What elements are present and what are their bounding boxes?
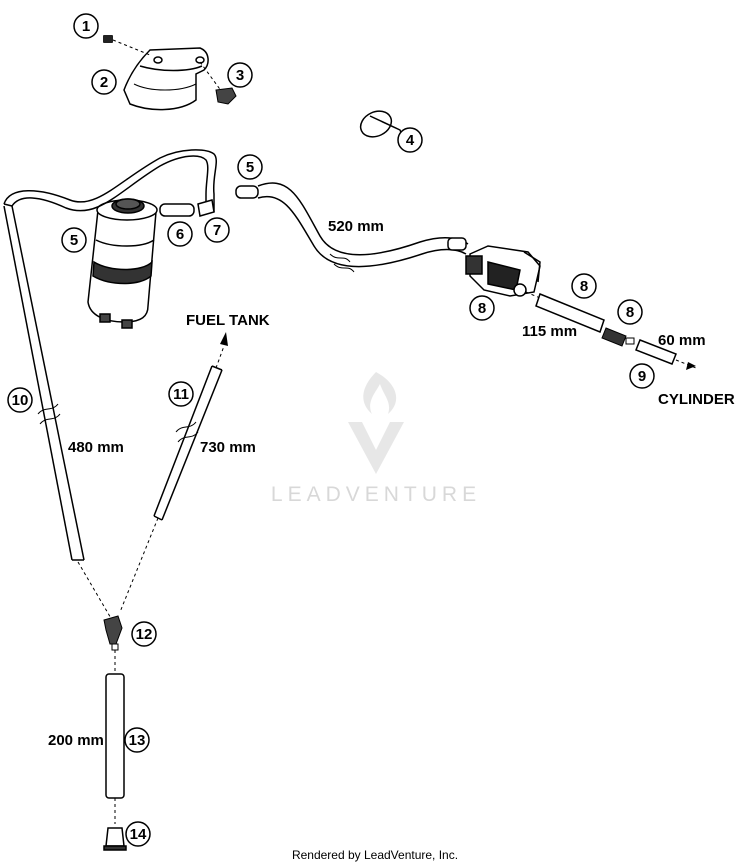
dimension-730: 730 mm xyxy=(200,439,256,456)
callout-text: 13 xyxy=(129,732,146,749)
callout-text: 5 xyxy=(70,232,78,249)
watermark-text: LEADVENTURE xyxy=(271,483,481,506)
hose-115-part xyxy=(525,291,605,333)
callout-text: 9 xyxy=(638,368,646,385)
small-hose-part xyxy=(159,199,215,217)
dimension-520: 520 mm xyxy=(328,218,384,235)
callout-5-top: 5 xyxy=(237,154,263,180)
connector-part xyxy=(601,327,635,347)
arrow-to-fuel-tank xyxy=(220,332,228,346)
callout-13: 14 xyxy=(125,821,151,847)
callout-5-right: 8 xyxy=(571,273,597,299)
fuel-tank-label: FUEL TANK xyxy=(186,312,270,329)
hose-520-part xyxy=(235,182,469,273)
dimension-480: 480 mm xyxy=(68,439,124,456)
callout-9: 6 xyxy=(167,221,193,247)
callout-text: 11 xyxy=(173,386,189,403)
callout-text: 8 xyxy=(580,278,588,295)
dimension-60: 60 mm xyxy=(658,332,706,349)
callout-text: 7 xyxy=(213,222,221,239)
callout-text: 14 xyxy=(130,826,147,843)
callout-1: 5 xyxy=(61,227,87,253)
hose-60-part xyxy=(635,339,697,369)
callout-text: 8 xyxy=(478,300,486,317)
hose-200-part xyxy=(105,673,125,824)
bracket-part xyxy=(123,47,209,111)
hose-730-part xyxy=(119,345,225,613)
cylinder-label: CYLINDER xyxy=(658,391,735,408)
callout-text: 5 xyxy=(246,159,254,176)
callout-text: 1 xyxy=(82,18,90,35)
y-connector-part xyxy=(103,615,123,672)
hose-left-part xyxy=(3,149,217,621)
dimension-115: 115 mm xyxy=(522,323,577,340)
callout-10: 7 xyxy=(204,217,230,243)
callout-text: 10 xyxy=(12,392,29,409)
callout-8-middle: 11 xyxy=(168,381,194,407)
arrow-to-cylinder xyxy=(686,362,696,370)
callout-4: 3 xyxy=(227,62,253,88)
callout-text: 4 xyxy=(406,132,415,149)
callout-7: 8 xyxy=(617,299,643,325)
callout-text: 8 xyxy=(626,304,634,321)
cable-tie-part xyxy=(359,110,405,141)
screw-part xyxy=(103,35,151,56)
callout-text: 12 xyxy=(136,626,153,643)
callout-14: 4 xyxy=(397,127,423,153)
callout-11: 12 xyxy=(131,621,157,647)
callout-8-right: 9 xyxy=(629,363,655,389)
callout-2: 2 xyxy=(91,69,117,95)
callout-3: 1 xyxy=(73,13,99,39)
callout-6: 8 xyxy=(469,295,495,321)
footer-credit: Rendered by LeadVenture, Inc. xyxy=(291,848,459,862)
callout-8-left: 10 xyxy=(7,387,33,413)
clip-part xyxy=(199,61,237,105)
valve-part xyxy=(465,245,541,297)
canister-part xyxy=(87,198,158,329)
callout-text: 3 xyxy=(236,67,244,84)
dimension-200: 200 mm xyxy=(48,732,104,749)
callout-text: 2 xyxy=(100,74,108,91)
callout-12: 13 xyxy=(124,727,150,753)
cap-part xyxy=(103,827,127,851)
callout-text: 6 xyxy=(176,226,184,243)
watermark-logo xyxy=(348,372,404,474)
